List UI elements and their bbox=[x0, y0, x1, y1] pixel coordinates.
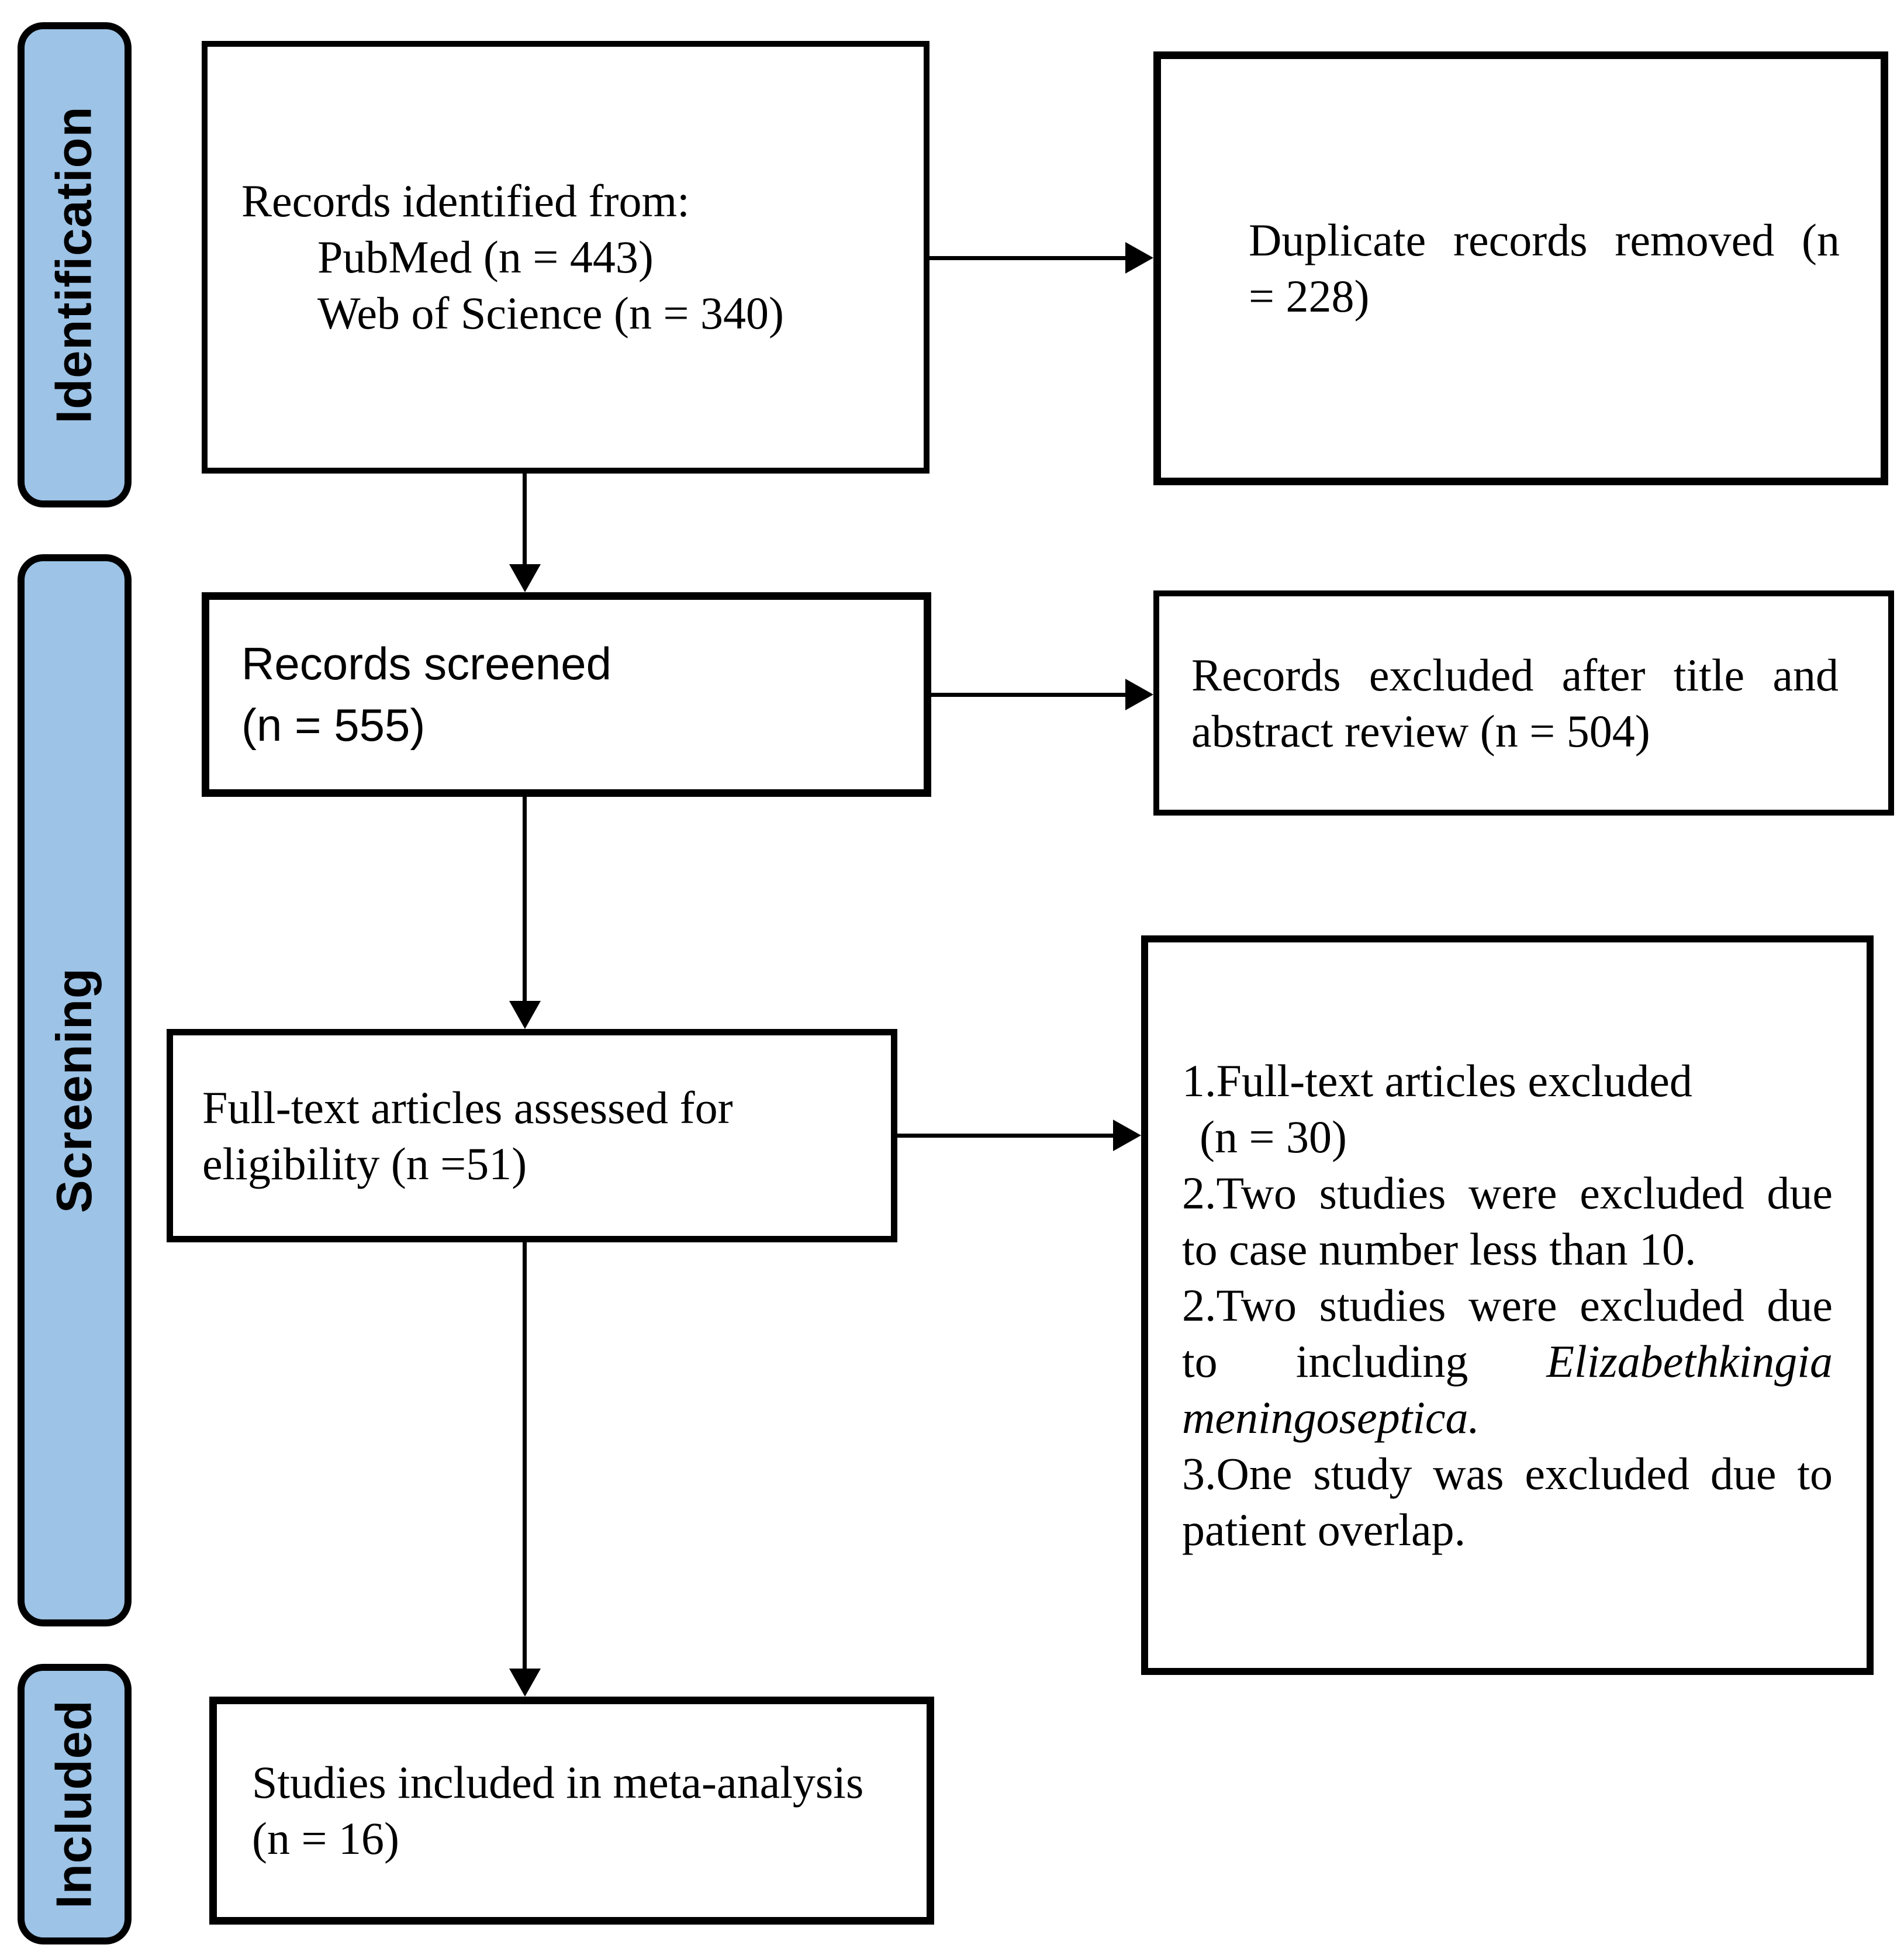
records-identified-heading: Records identified from: bbox=[241, 175, 690, 226]
arrow-fulltext-to-excluded-head-icon bbox=[1113, 1120, 1141, 1151]
arrow-identified-to-duplicates-head-icon bbox=[1125, 242, 1153, 274]
arrow-screened-to-fulltext-line bbox=[523, 797, 527, 1003]
stage-bar-screening: Screening bbox=[18, 554, 132, 1626]
arrow-fulltext-to-included-line bbox=[523, 1242, 527, 1670]
reason2b-word-including: including bbox=[1295, 1335, 1468, 1387]
stage-label-screening: Screening bbox=[46, 968, 102, 1213]
stage-label-included: Included bbox=[46, 1700, 102, 1909]
stage-bar-included: Included bbox=[18, 1664, 132, 1944]
stage-label-identification: Identification bbox=[46, 106, 102, 424]
box-records-excluded: Records excluded after title and abstrac… bbox=[1153, 590, 1894, 816]
arrow-fulltext-to-excluded-line bbox=[897, 1134, 1116, 1138]
arrow-identified-to-screened-line bbox=[523, 474, 527, 567]
stage-bar-identification: Identification bbox=[18, 22, 132, 507]
arrow-fulltext-to-included-head-icon bbox=[509, 1669, 541, 1697]
fulltext-excluded-reason1-count: (n = 30) bbox=[1200, 1111, 1347, 1162]
fulltext-excluded-reason2a-line2: to case number less than 10. bbox=[1182, 1223, 1696, 1274]
records-excluded-line2: abstract review (n = 504) bbox=[1191, 705, 1650, 757]
box-records-identified: Records identified from: PubMed (n = 443… bbox=[202, 41, 929, 474]
duplicates-removed-line1: Duplicate records removed (n bbox=[1249, 215, 1840, 265]
arrow-screened-to-fulltext-head-icon bbox=[509, 1001, 541, 1029]
studies-included-line1: Studies included in meta-analysis bbox=[252, 1757, 864, 1808]
fulltext-excluded-reason2b-line3: meningoseptica. bbox=[1182, 1391, 1480, 1443]
records-screened-line1: Records screened bbox=[241, 638, 611, 689]
records-excluded-line1: Records excluded after title and bbox=[1191, 649, 1839, 700]
duplicates-removed-line2: = 228) bbox=[1249, 271, 1370, 322]
records-identified-pubmed: PubMed (n = 443) bbox=[317, 232, 654, 282]
fulltext-excluded-reason2b-line1: 2.Two studies were excluded due bbox=[1182, 1279, 1833, 1331]
fulltext-excluded-reason2b-line2: to including Elizabethkingia bbox=[1182, 1334, 1833, 1390]
box-fulltext-excluded: 1.Full-text articles excluded (n = 30) 2… bbox=[1141, 935, 1874, 1675]
arrow-screened-to-excluded-head-icon bbox=[1125, 679, 1153, 710]
fulltext-assessed-line2: eligibility (n =51) bbox=[202, 1138, 527, 1189]
arrow-identified-to-screened-head-icon bbox=[509, 564, 541, 592]
fulltext-excluded-reason1: 1.Full-text articles excluded bbox=[1182, 1055, 1692, 1106]
reason2b-word-to: to bbox=[1182, 1335, 1218, 1387]
records-screened-line2: (n = 555) bbox=[241, 699, 426, 751]
arrow-screened-to-excluded-line bbox=[931, 693, 1128, 697]
fulltext-excluded-reason3-line1: 3.One study was excluded due to bbox=[1182, 1448, 1833, 1499]
records-identified-web-of-science: Web of Science (n = 340) bbox=[317, 288, 784, 339]
fulltext-assessed-line1: Full-text articles assessed for bbox=[202, 1082, 733, 1133]
box-studies-included: Studies included in meta-analysis (n = 1… bbox=[209, 1697, 934, 1925]
arrow-identified-to-duplicates-line bbox=[929, 256, 1128, 260]
fulltext-excluded-reason3-line2: patient overlap. bbox=[1182, 1504, 1466, 1555]
box-records-screened: Records screened (n = 555) bbox=[202, 592, 931, 797]
box-duplicates-removed: Duplicate records removed (n = 228) bbox=[1153, 51, 1888, 485]
studies-included-line2: (n = 16) bbox=[252, 1813, 399, 1864]
box-fulltext-assessed: Full-text articles assessed for eligibil… bbox=[167, 1029, 897, 1242]
reason2b-species-genus: Elizabethkingia bbox=[1546, 1335, 1833, 1387]
fulltext-excluded-reason2a-line1: 2.Two studies were excluded due bbox=[1182, 1167, 1833, 1218]
